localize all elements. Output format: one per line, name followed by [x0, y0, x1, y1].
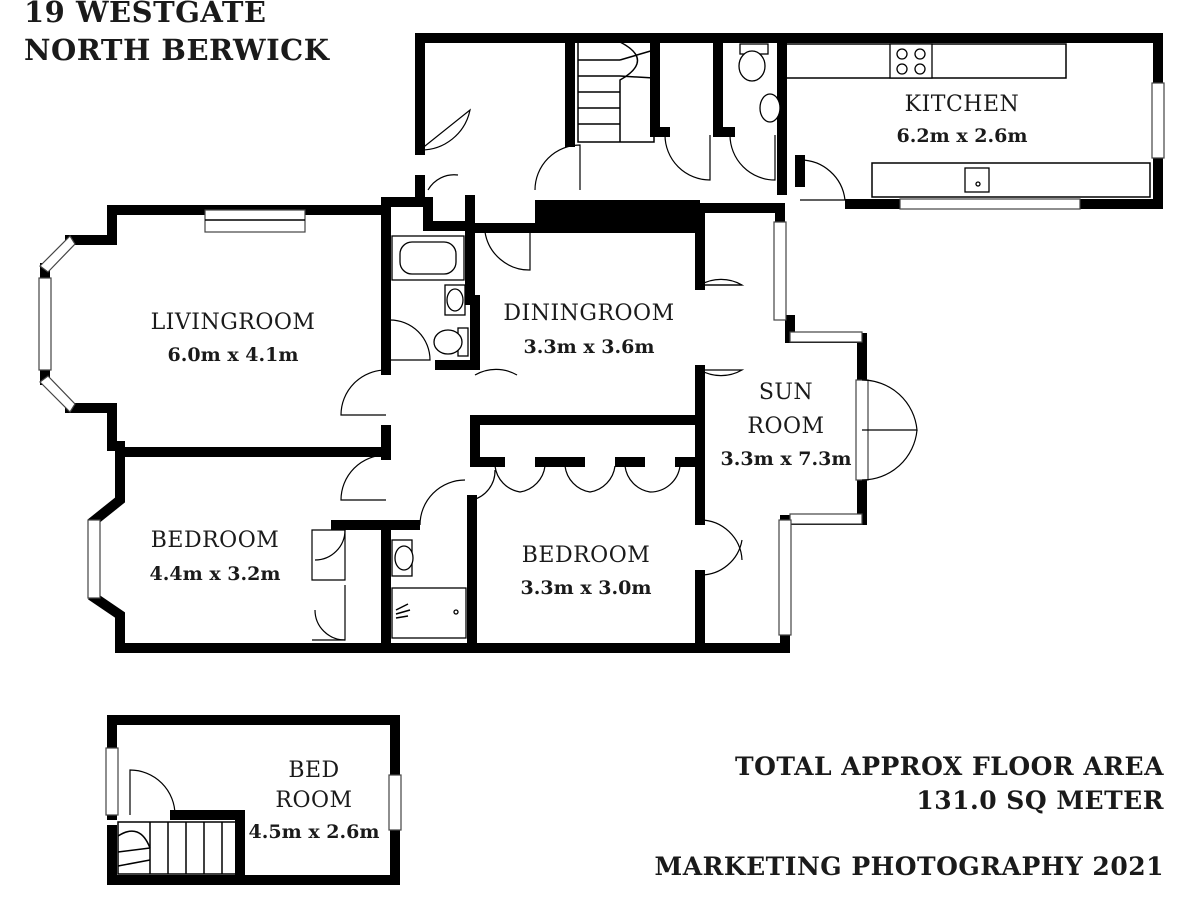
room-dimensions: 6.0m x 4.1m [168, 344, 299, 366]
room-name: LIVINGROOM [151, 310, 316, 335]
basin-icon [759, 93, 781, 123]
room-name-line1: BED [288, 758, 339, 783]
staircase-upper [117, 821, 237, 875]
hob-icon [889, 43, 933, 79]
upper-floor [105, 715, 402, 885]
room-bedroom-left: BEDROOM 4.4m x 3.2m [150, 528, 281, 585]
room-livingroom: LIVINGROOM 6.0m x 4.1m [151, 310, 316, 366]
property-address-line1: 19 WESTGATE [24, 0, 267, 29]
room-name: KITCHEN [905, 92, 1020, 117]
room-name-line2: ROOM [747, 414, 824, 439]
room-diningroom: DININGROOM 3.3m x 3.6m [503, 301, 674, 358]
staircase-main [577, 41, 655, 143]
room-dimensions: 4.5m x 2.6m [249, 821, 380, 843]
room-dimensions: 6.2m x 2.6m [897, 125, 1028, 147]
room-dimensions: 3.3m x 3.0m [521, 577, 652, 599]
bathroom-toilet-icon [433, 327, 469, 357]
room-name-line2: ROOM [275, 788, 352, 813]
shower-icon [391, 587, 467, 639]
total-area-label: TOTAL APPROX FLOOR AREA [735, 752, 1164, 781]
fixtures [391, 41, 1151, 639]
credit-text: MARKETING PHOTOGRAPHY 2021 [655, 852, 1164, 881]
ensuite-basin-icon [391, 539, 414, 577]
doors [311, 108, 918, 641]
room-dimensions: 3.3m x 7.3m [721, 448, 852, 470]
room-bedroom-mid: BEDROOM 3.3m x 3.0m [521, 543, 652, 599]
room-dimensions: 3.3m x 3.6m [524, 336, 655, 358]
room-sunroom: SUN ROOM 3.3m x 7.3m [721, 380, 852, 470]
room-name-line1: SUN [759, 380, 813, 405]
windows [38, 82, 1165, 636]
bathroom-basin-icon [444, 284, 466, 316]
room-name: BEDROOM [151, 528, 280, 553]
toilet-icon [738, 43, 769, 82]
room-bedroom-upper: BED ROOM 4.5m x 2.6m [249, 758, 380, 843]
room-kitchen: KITCHEN 6.2m x 2.6m [897, 92, 1028, 147]
bathtub-icon [391, 235, 465, 281]
property-address-line2: NORTH BERWICK [24, 33, 331, 67]
room-name: BEDROOM [522, 543, 651, 568]
room-name: DININGROOM [503, 301, 674, 326]
room-dimensions: 4.4m x 3.2m [150, 563, 281, 585]
total-area-value: 131.0 SQ METER [916, 786, 1164, 815]
sink-icon [964, 167, 990, 193]
